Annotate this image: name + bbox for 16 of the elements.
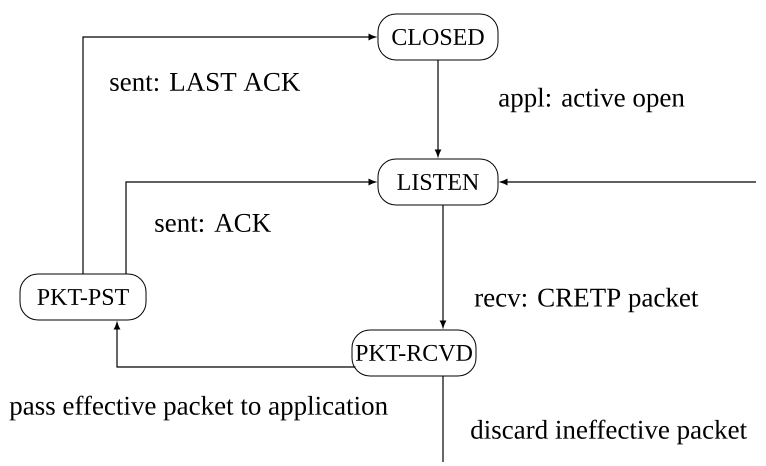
arrow [500,178,756,186]
edge-label: sent: LAST ACK [108,72,302,92]
arrow [114,322,356,368]
edge-label: recv: CRETP packet [473,286,700,314]
arrow [440,206,446,328]
state-box: LISTEN [378,158,498,206]
arrow [125,178,376,274]
edge-label: discard ineffective packet [469,418,748,446]
state-box: PKT-RCVD [352,330,476,376]
edge-label: sent: ACK [153,212,272,234]
state-box: PKT-PST [20,274,146,320]
edge-label: pass effective packet to application [8,394,390,422]
arrow [82,34,376,274]
state-box: CLOSED [378,14,498,60]
edge-label: appl: active open [497,86,686,114]
arrow [434,60,442,157]
